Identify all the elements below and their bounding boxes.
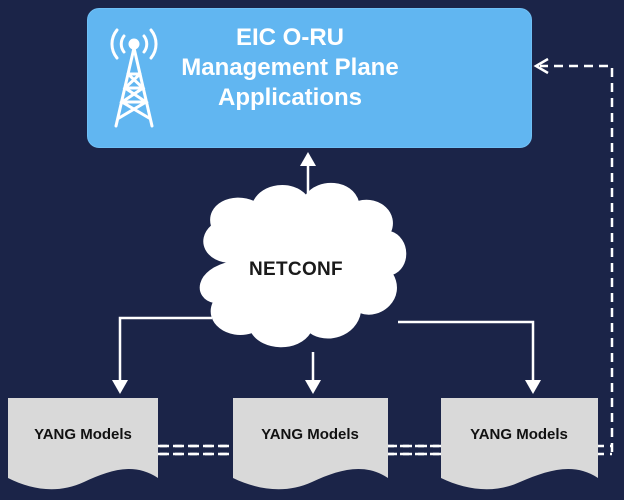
app-title: EIC O-RU Management Plane Applications — [140, 23, 440, 113]
branch-left-head — [112, 380, 128, 394]
app-title-line-1: EIC O-RU — [236, 24, 344, 51]
branch-right-head — [525, 380, 541, 394]
feedback-dashed-connector — [540, 64, 614, 452]
app-title-line-2: Management Plane — [181, 54, 399, 81]
yang-model-label-right: YANG Models — [470, 426, 568, 443]
yang-model-label-center: YANG Models — [261, 426, 359, 443]
app-title-line-3: Applications — [217, 84, 362, 111]
arrow-netconf-to-app-head — [300, 152, 316, 166]
feedback-arrowhead — [533, 57, 549, 75]
cell-tower-icon — [110, 28, 158, 128]
netconf-cloud-shape — [199, 182, 407, 348]
app-box — [87, 8, 532, 148]
yang-link-dashed-overlay — [158, 444, 441, 456]
netconf-label: NETCONF — [249, 259, 343, 280]
yang-doc-left-shape — [8, 398, 158, 490]
yang-doc-right-shape — [441, 398, 598, 490]
yang-model-label-left: YANG Models — [34, 426, 132, 443]
branch-left-connector — [118, 316, 212, 380]
branch-right-connector — [398, 320, 535, 380]
yang-doc-center-shape — [233, 398, 388, 490]
branch-center-head — [305, 380, 321, 394]
